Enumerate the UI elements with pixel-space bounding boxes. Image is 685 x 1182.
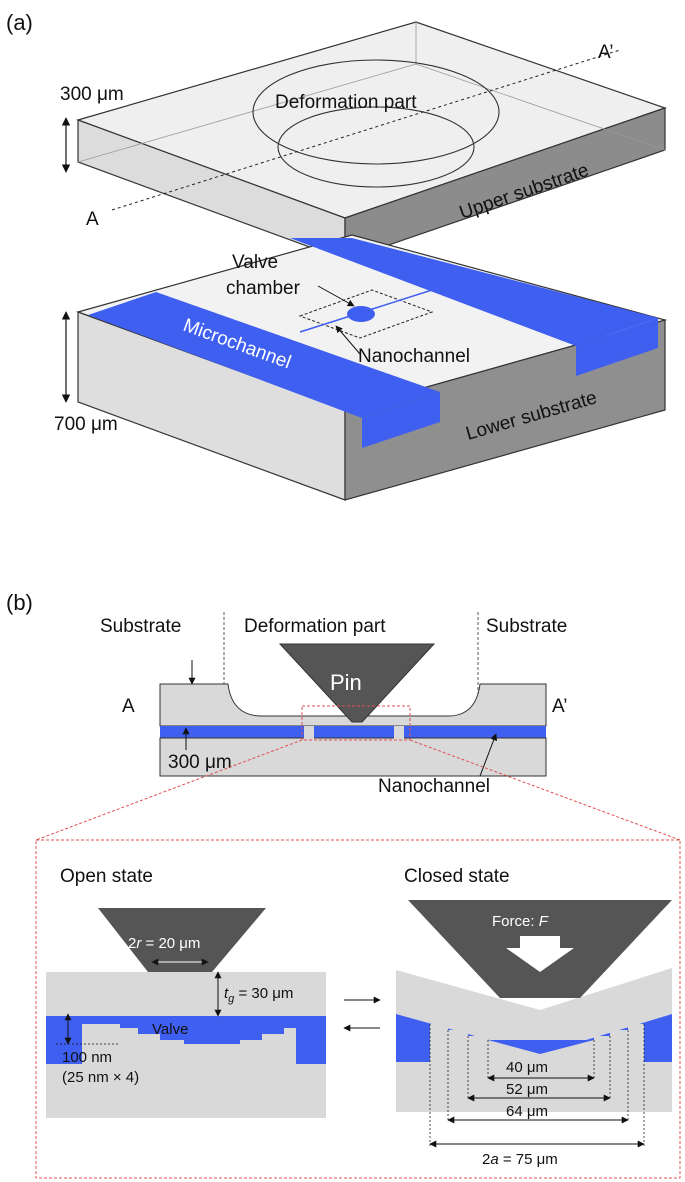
d40-label: 40 μm (506, 1059, 548, 1076)
detail-box (35, 839, 681, 1179)
nanochannel-label-b: Nanochannel (378, 776, 490, 797)
zoom-box (301, 705, 411, 741)
point-a-prime-label: A’ (598, 42, 613, 63)
valve-chamber-label-2: chamber (226, 278, 301, 299)
zoom-line-left (35, 739, 303, 841)
channel-post-left (304, 726, 314, 740)
closed-valve-channel (396, 1014, 672, 1062)
substrate-left-label: Substrate (100, 616, 181, 637)
d75-label: 2a = 75 μm (482, 1151, 558, 1168)
section-line-a (111, 49, 621, 211)
lower-substrate-section (159, 737, 547, 777)
deformation-part-label: Deformation part (275, 92, 417, 113)
point-a-prime-label-b: A’ (552, 696, 567, 717)
valve-chamber-label-1: Valve (232, 252, 278, 273)
closed-dimension-guides (429, 1024, 645, 1146)
microchannel-right-end (576, 318, 658, 376)
open-pin (98, 908, 266, 972)
panel-b-label: (b) (6, 590, 33, 615)
open-pin-radius: 2r = 20 μm (128, 935, 200, 952)
dim-upper-label: 300 μm (60, 84, 124, 105)
open-valve-channel (46, 1016, 326, 1064)
d64-label: 64 μm (506, 1103, 548, 1120)
substrate-right-label: Substrate (486, 616, 567, 637)
open-upper-substrate (46, 972, 326, 1016)
force-label: Force: F (492, 913, 549, 930)
valve-chamber-arrow (317, 285, 355, 307)
point-a-label-b: A (122, 696, 135, 717)
valve-chamber-box (298, 289, 434, 339)
nanochannel-label-a: Nanochannel (358, 346, 470, 367)
deformation-ellipse-top (252, 59, 500, 165)
dim-300-label: 300 μm (168, 752, 232, 773)
deformation-ellipse-bottom (277, 106, 475, 188)
microchannel-left-end (362, 392, 440, 448)
open-lower-substrate (46, 1064, 326, 1118)
force-arrow (506, 936, 574, 972)
panel-a-label: (a) (6, 10, 33, 35)
open-state-label: Open state (60, 866, 153, 887)
nanochannel-arrow (335, 325, 361, 355)
valve-steps-b (314, 726, 394, 736)
pin-label: Pin (330, 670, 362, 695)
microchannel-right (290, 238, 658, 346)
gap-label: tg = 30 μm (224, 985, 293, 1005)
step-depth-label: 100 nm (62, 1049, 112, 1066)
d52-label: 52 μm (506, 1081, 548, 1098)
step-note-label: (25 nm × 4) (62, 1069, 139, 1086)
valve-label: Valve (152, 1021, 188, 1038)
point-a-label: A (86, 209, 99, 230)
nanochannel-arrow-b (479, 733, 498, 777)
dim-lower-label: 700 μm (54, 414, 118, 435)
closed-lower-substrate (396, 1062, 672, 1112)
closed-contact (488, 1040, 594, 1054)
zoom-line-right (409, 739, 681, 841)
valve-chamber-dot (347, 306, 375, 322)
deformation-part-label-b: Deformation part (244, 616, 386, 637)
closed-state-label: Closed state (404, 866, 510, 887)
microchannel-left (88, 292, 440, 418)
upper-substrate (76, 21, 667, 261)
open-lower-steps (82, 1024, 296, 1064)
pin-shape (278, 643, 436, 723)
channel-post-right (394, 726, 404, 740)
